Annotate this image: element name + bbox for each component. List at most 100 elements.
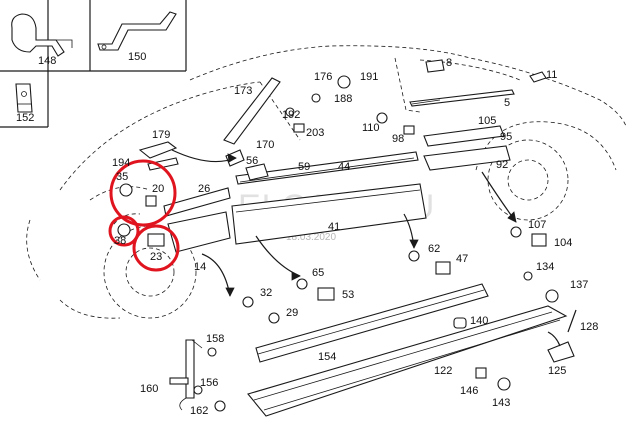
trim-parts bbox=[138, 59, 577, 417]
part-107-screw bbox=[510, 226, 522, 238]
part-14-fender-panel bbox=[167, 211, 231, 253]
label-192: 192 bbox=[282, 109, 300, 121]
label-98: 98 bbox=[392, 133, 404, 145]
label-8: 8 bbox=[446, 57, 452, 69]
label-41: 41 bbox=[328, 221, 340, 233]
label-156: 156 bbox=[200, 377, 218, 389]
label-194: 194 bbox=[112, 157, 130, 169]
label-107: 107 bbox=[528, 219, 546, 231]
part-158-bracket bbox=[185, 339, 195, 399]
label-95: 95 bbox=[500, 131, 512, 143]
part-38-grommet bbox=[117, 223, 131, 237]
label-122: 122 bbox=[434, 365, 452, 377]
part-162-screw bbox=[214, 400, 226, 412]
label-143: 143 bbox=[492, 397, 510, 409]
part-148-bracket-icon bbox=[11, 13, 73, 57]
part-62-screw bbox=[408, 250, 420, 262]
label-134: 134 bbox=[536, 261, 554, 273]
label-62: 62 bbox=[428, 243, 440, 255]
label-158: 158 bbox=[206, 333, 224, 345]
part-110-screw bbox=[376, 112, 388, 124]
label-146: 146 bbox=[460, 385, 478, 397]
inset-panels: 148 150 152 bbox=[0, 0, 187, 128]
label-92: 92 bbox=[496, 159, 508, 171]
part-158-screw bbox=[207, 347, 217, 357]
part-137-grommet bbox=[545, 289, 559, 303]
label-191: 191 bbox=[360, 71, 378, 83]
part-150-strap-icon bbox=[97, 11, 177, 51]
part-125-end-cap bbox=[547, 341, 575, 363]
label-188: 188 bbox=[334, 93, 352, 105]
label-104: 104 bbox=[554, 237, 572, 249]
label-137: 137 bbox=[570, 279, 588, 291]
label-173: 173 bbox=[234, 85, 252, 97]
label-11: 11 bbox=[546, 69, 557, 81]
part-122-sill-cover bbox=[247, 305, 568, 417]
label-154: 154 bbox=[318, 351, 336, 363]
label-125: 125 bbox=[548, 365, 566, 377]
part-173-pillar-strip bbox=[223, 77, 281, 145]
highlight-23 bbox=[132, 224, 180, 272]
part-188-nut bbox=[311, 93, 321, 103]
rear-wheel bbox=[487, 139, 569, 221]
highlight-38 bbox=[108, 215, 140, 247]
part-143-grommet bbox=[497, 377, 511, 391]
label-20: 20 bbox=[152, 183, 164, 195]
part-8-clip bbox=[425, 59, 445, 73]
part-47-clip bbox=[435, 261, 451, 275]
highlight-circles bbox=[108, 159, 180, 272]
label-47: 47 bbox=[456, 253, 468, 265]
part-160-bolt bbox=[169, 377, 189, 385]
part-98-clip bbox=[403, 125, 415, 135]
label-56: 56 bbox=[246, 155, 258, 167]
label-179: 179 bbox=[152, 129, 170, 141]
label-140: 140 bbox=[470, 315, 488, 327]
part-35-grommet bbox=[119, 183, 133, 197]
label-162: 162 bbox=[190, 405, 208, 417]
date-stamp: 18.03.2020 bbox=[286, 232, 336, 243]
part-92-moulding bbox=[423, 145, 511, 171]
part-labels: 173 176 191 188 8 11 5 192 203 110 98 10… bbox=[112, 57, 598, 417]
leader-lines bbox=[171, 149, 561, 349]
part-23-clip bbox=[147, 233, 165, 247]
car-body-outline bbox=[26, 45, 627, 319]
part-140-plug bbox=[453, 317, 467, 329]
part-179-bracket bbox=[138, 141, 178, 159]
part-192-screw bbox=[285, 107, 295, 117]
part-105-moulding bbox=[423, 125, 505, 147]
label-23: 23 bbox=[150, 251, 162, 263]
label-105: 105 bbox=[478, 115, 496, 127]
label-29: 29 bbox=[286, 307, 298, 319]
part-156-nut bbox=[193, 385, 203, 395]
part-20-clip bbox=[145, 195, 157, 207]
label-59: 59 bbox=[298, 161, 310, 173]
label-203: 203 bbox=[306, 127, 324, 139]
label-170: 170 bbox=[256, 139, 274, 151]
label-35: 35 bbox=[116, 171, 128, 183]
label-150: 150 bbox=[128, 51, 146, 63]
label-110: 110 bbox=[362, 122, 380, 134]
part-146-clip bbox=[475, 367, 487, 379]
part-11-clip bbox=[529, 71, 547, 83]
label-65: 65 bbox=[312, 267, 324, 279]
label-32: 32 bbox=[260, 287, 272, 299]
label-14: 14 bbox=[194, 261, 206, 273]
label-176: 176 bbox=[314, 71, 332, 83]
label-148: 148 bbox=[38, 55, 56, 67]
part-53-clip bbox=[317, 287, 335, 301]
part-5-strip bbox=[409, 89, 515, 107]
label-152: 152 bbox=[16, 112, 34, 124]
part-134-screw bbox=[523, 271, 533, 281]
label-44: 44 bbox=[338, 161, 350, 173]
part-29-screw bbox=[268, 312, 280, 324]
part-203-clip bbox=[293, 123, 305, 133]
label-53: 53 bbox=[342, 289, 354, 301]
label-26: 26 bbox=[198, 183, 210, 195]
part-26-fender-strip bbox=[163, 187, 231, 217]
part-65-screw bbox=[296, 278, 308, 290]
part-152-clip-icon bbox=[15, 83, 33, 113]
part-194-piece bbox=[147, 157, 179, 171]
part-104-clip bbox=[531, 233, 547, 247]
part-154-sill-inner bbox=[255, 283, 489, 363]
